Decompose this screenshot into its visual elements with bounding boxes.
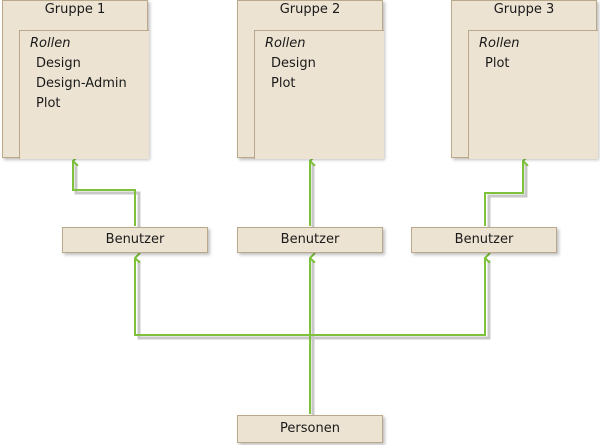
user-node-2: Benutzer: [237, 227, 383, 253]
roles-panel: Rollen Design Design-Admin Plot: [19, 30, 149, 159]
roles-heading: Rollen: [30, 36, 71, 51]
connector-personen-benutzer-1: [134, 258, 311, 414]
role-item: Plot: [36, 96, 61, 111]
user-node-3: Benutzer: [411, 227, 557, 253]
role-item: Design: [36, 56, 81, 71]
roles-panel: Rollen Plot: [468, 30, 598, 159]
role-item: Plot: [485, 56, 510, 71]
persons-node: Personen: [237, 415, 383, 443]
roles-heading: Rollen: [265, 36, 306, 51]
group-2-box: Gruppe 2 Rollen Design Plot: [237, 0, 384, 159]
connector-personen-benutzer-3: [310, 258, 485, 336]
group-title: Gruppe 1: [44, 2, 106, 17]
roles-panel: Rollen Design Plot: [254, 30, 384, 159]
role-item: Design: [271, 56, 316, 71]
group-3-box: Gruppe 3 Rollen Plot: [451, 0, 598, 159]
group-title: Gruppe 2: [279, 2, 341, 17]
connector-benutzer-gruppe-1: [72, 161, 136, 226]
roles-heading: Rollen: [479, 36, 520, 51]
user-node-1: Benutzer: [62, 227, 208, 253]
role-item: Plot: [271, 76, 296, 91]
role-item: Design-Admin: [36, 76, 127, 91]
group-title: Gruppe 3: [493, 2, 555, 17]
group-1-box: Gruppe 1 Rollen Design Design-Admin Plot: [2, 0, 149, 159]
connector-benutzer-gruppe-3: [484, 161, 523, 226]
